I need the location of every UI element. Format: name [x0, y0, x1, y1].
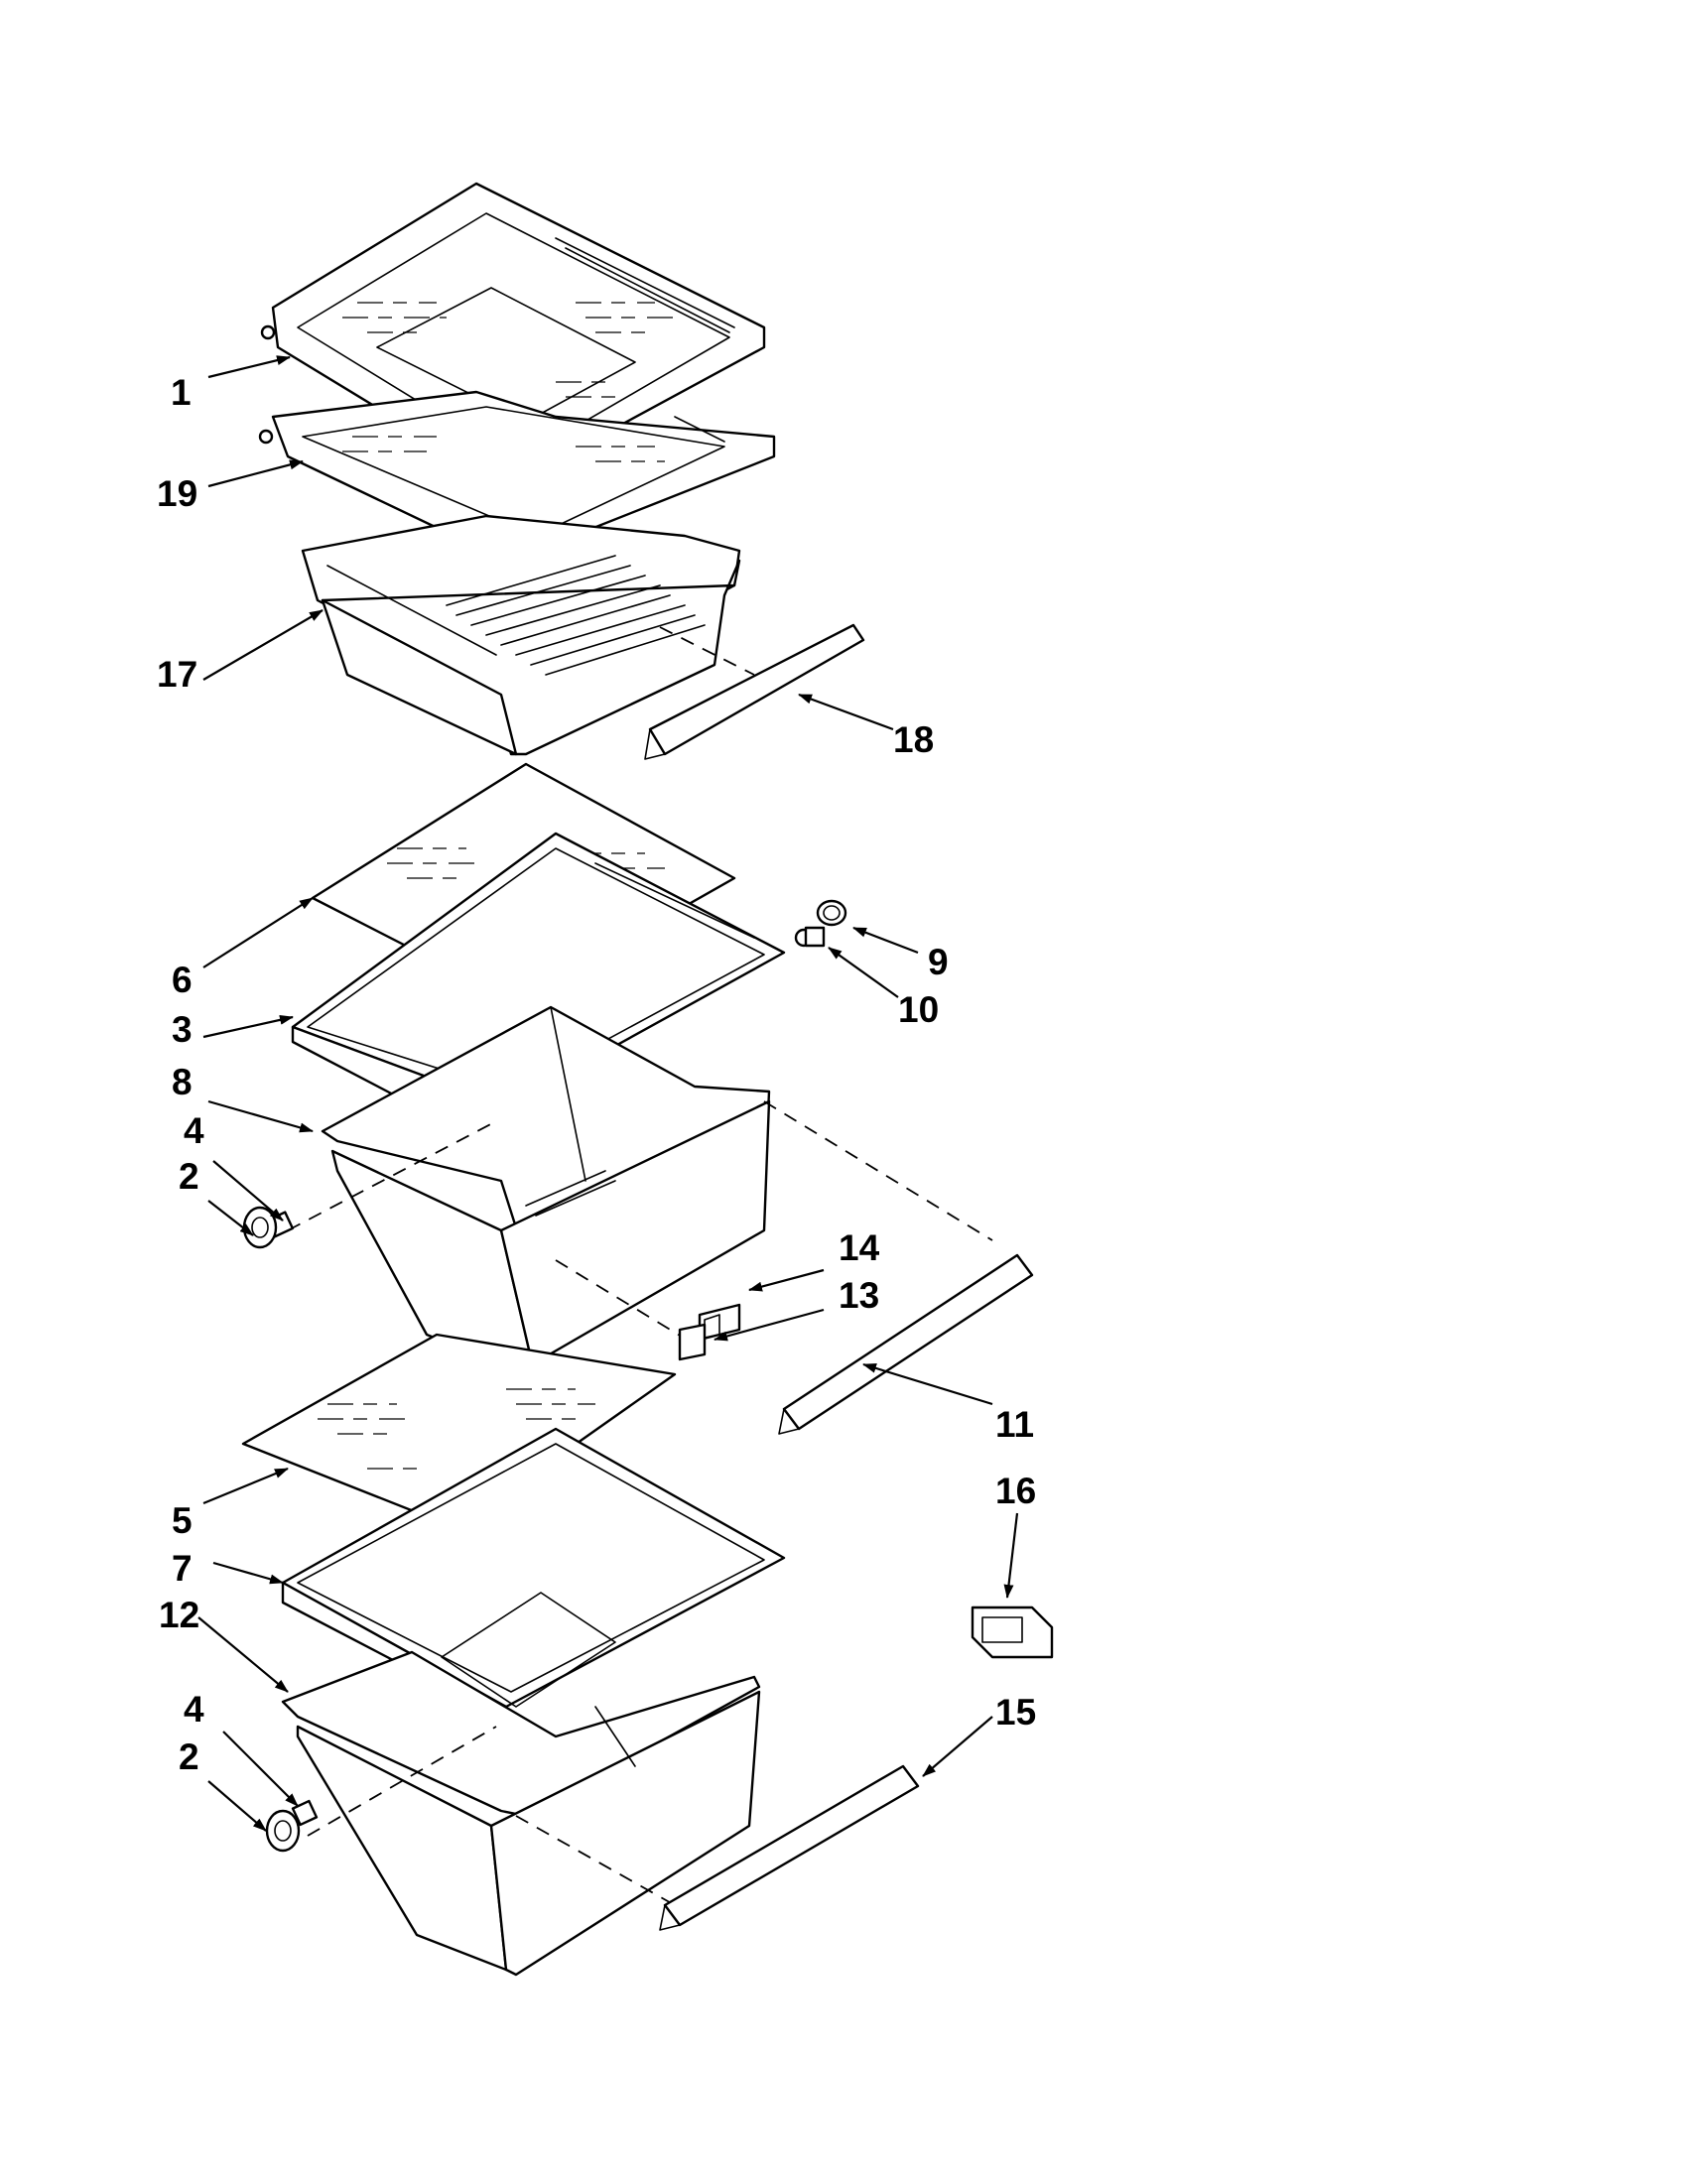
- callout-labels: 1 19 17 18 6 3 8 4 2 9 10 14 13 11 16 5 …: [157, 372, 1036, 1777]
- callout-15: 15: [995, 1692, 1036, 1733]
- part-17-upper-drawer: [301, 514, 755, 756]
- part-19-shelf-frame: [258, 390, 776, 568]
- callout-2-lower: 2: [179, 1736, 199, 1777]
- leader-lines: [197, 355, 1019, 1832]
- callout-16: 16: [995, 1471, 1036, 1511]
- callout-2-upper: 2: [179, 1156, 199, 1197]
- part-5-glass-shelf: [241, 1333, 677, 1530]
- callout-18: 18: [893, 719, 934, 760]
- callout-12: 12: [159, 1595, 199, 1635]
- callout-7: 7: [172, 1548, 193, 1589]
- callout-6: 6: [172, 960, 193, 1000]
- part-18-drawer-trim: [644, 623, 865, 760]
- part-8-crisper-drawer: [287, 1005, 993, 1381]
- part-15-drawer-trim: [659, 1764, 920, 1931]
- callout-14: 14: [839, 1227, 880, 1268]
- callout-11: 11: [995, 1404, 1034, 1445]
- part-16-clip: [971, 1606, 1054, 1659]
- callout-13: 13: [839, 1275, 879, 1316]
- callout-5: 5: [172, 1500, 193, 1541]
- part-10-screw: [804, 926, 826, 948]
- callout-4-upper: 4: [184, 1110, 204, 1151]
- part-12-lower-drawer: [281, 1650, 761, 1977]
- drawer-ribs: [446, 555, 706, 676]
- callout-3: 3: [172, 1009, 193, 1050]
- part-9-roller: [816, 899, 847, 927]
- callout-9: 9: [928, 942, 949, 982]
- callout-17: 17: [157, 654, 197, 695]
- callout-1: 1: [171, 372, 192, 413]
- callout-10: 10: [898, 989, 939, 1030]
- callout-8: 8: [172, 1062, 193, 1102]
- callout-19: 19: [157, 473, 197, 514]
- part-11-drawer-trim: [778, 1253, 1034, 1435]
- part-2-wheel-upper: [242, 1206, 278, 1249]
- callout-4-lower: 4: [184, 1689, 204, 1730]
- part-2-wheel-lower: [265, 1809, 301, 1853]
- part-13-clip: [678, 1323, 707, 1361]
- part-4-axle-lower: [291, 1799, 319, 1827]
